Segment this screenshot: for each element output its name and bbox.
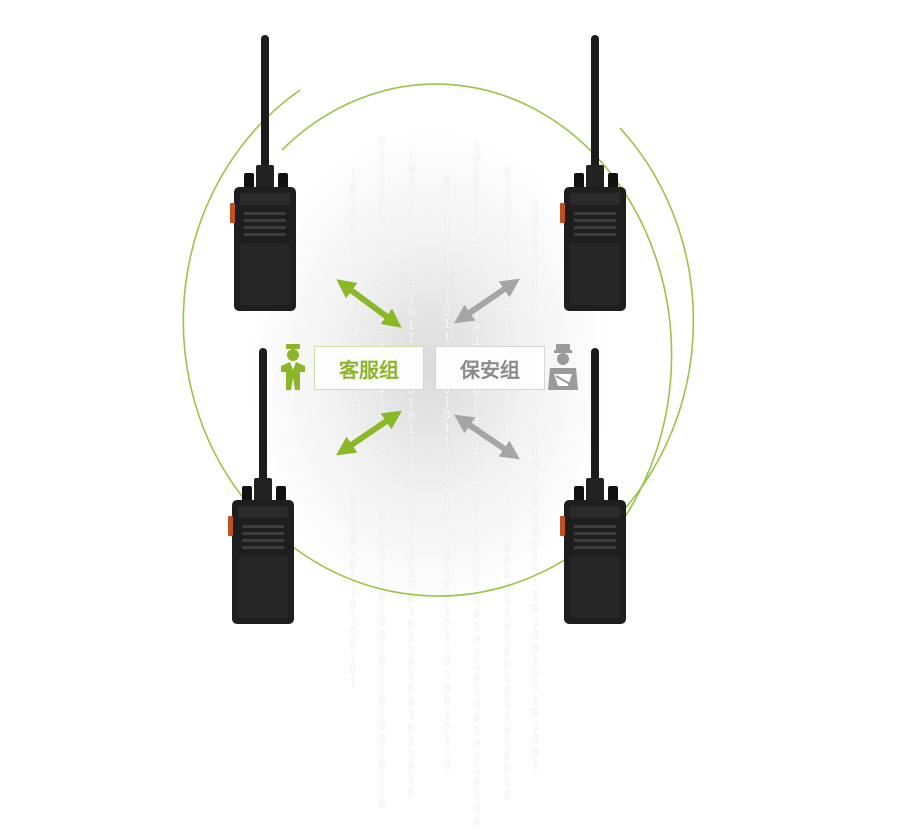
diagram-overlay <box>182 35 695 624</box>
green-ring-outer <box>182 89 695 597</box>
double-arrow-icon <box>336 410 402 456</box>
talk-group-diagram: 1010010110100101101001011010010110100101… <box>182 35 695 829</box>
double-arrow-icon <box>454 278 520 324</box>
service-group-label: 客服组 <box>314 346 424 390</box>
walkie-talkie-icon <box>560 35 626 311</box>
security-group-label: 保安组 <box>435 346 545 390</box>
double-arrow-icon <box>336 279 402 328</box>
customer-service-person-icon <box>281 344 305 390</box>
walkie-talkie-icon <box>230 35 296 311</box>
security-guard-icon <box>548 344 578 390</box>
double-arrow-icon <box>454 414 520 460</box>
